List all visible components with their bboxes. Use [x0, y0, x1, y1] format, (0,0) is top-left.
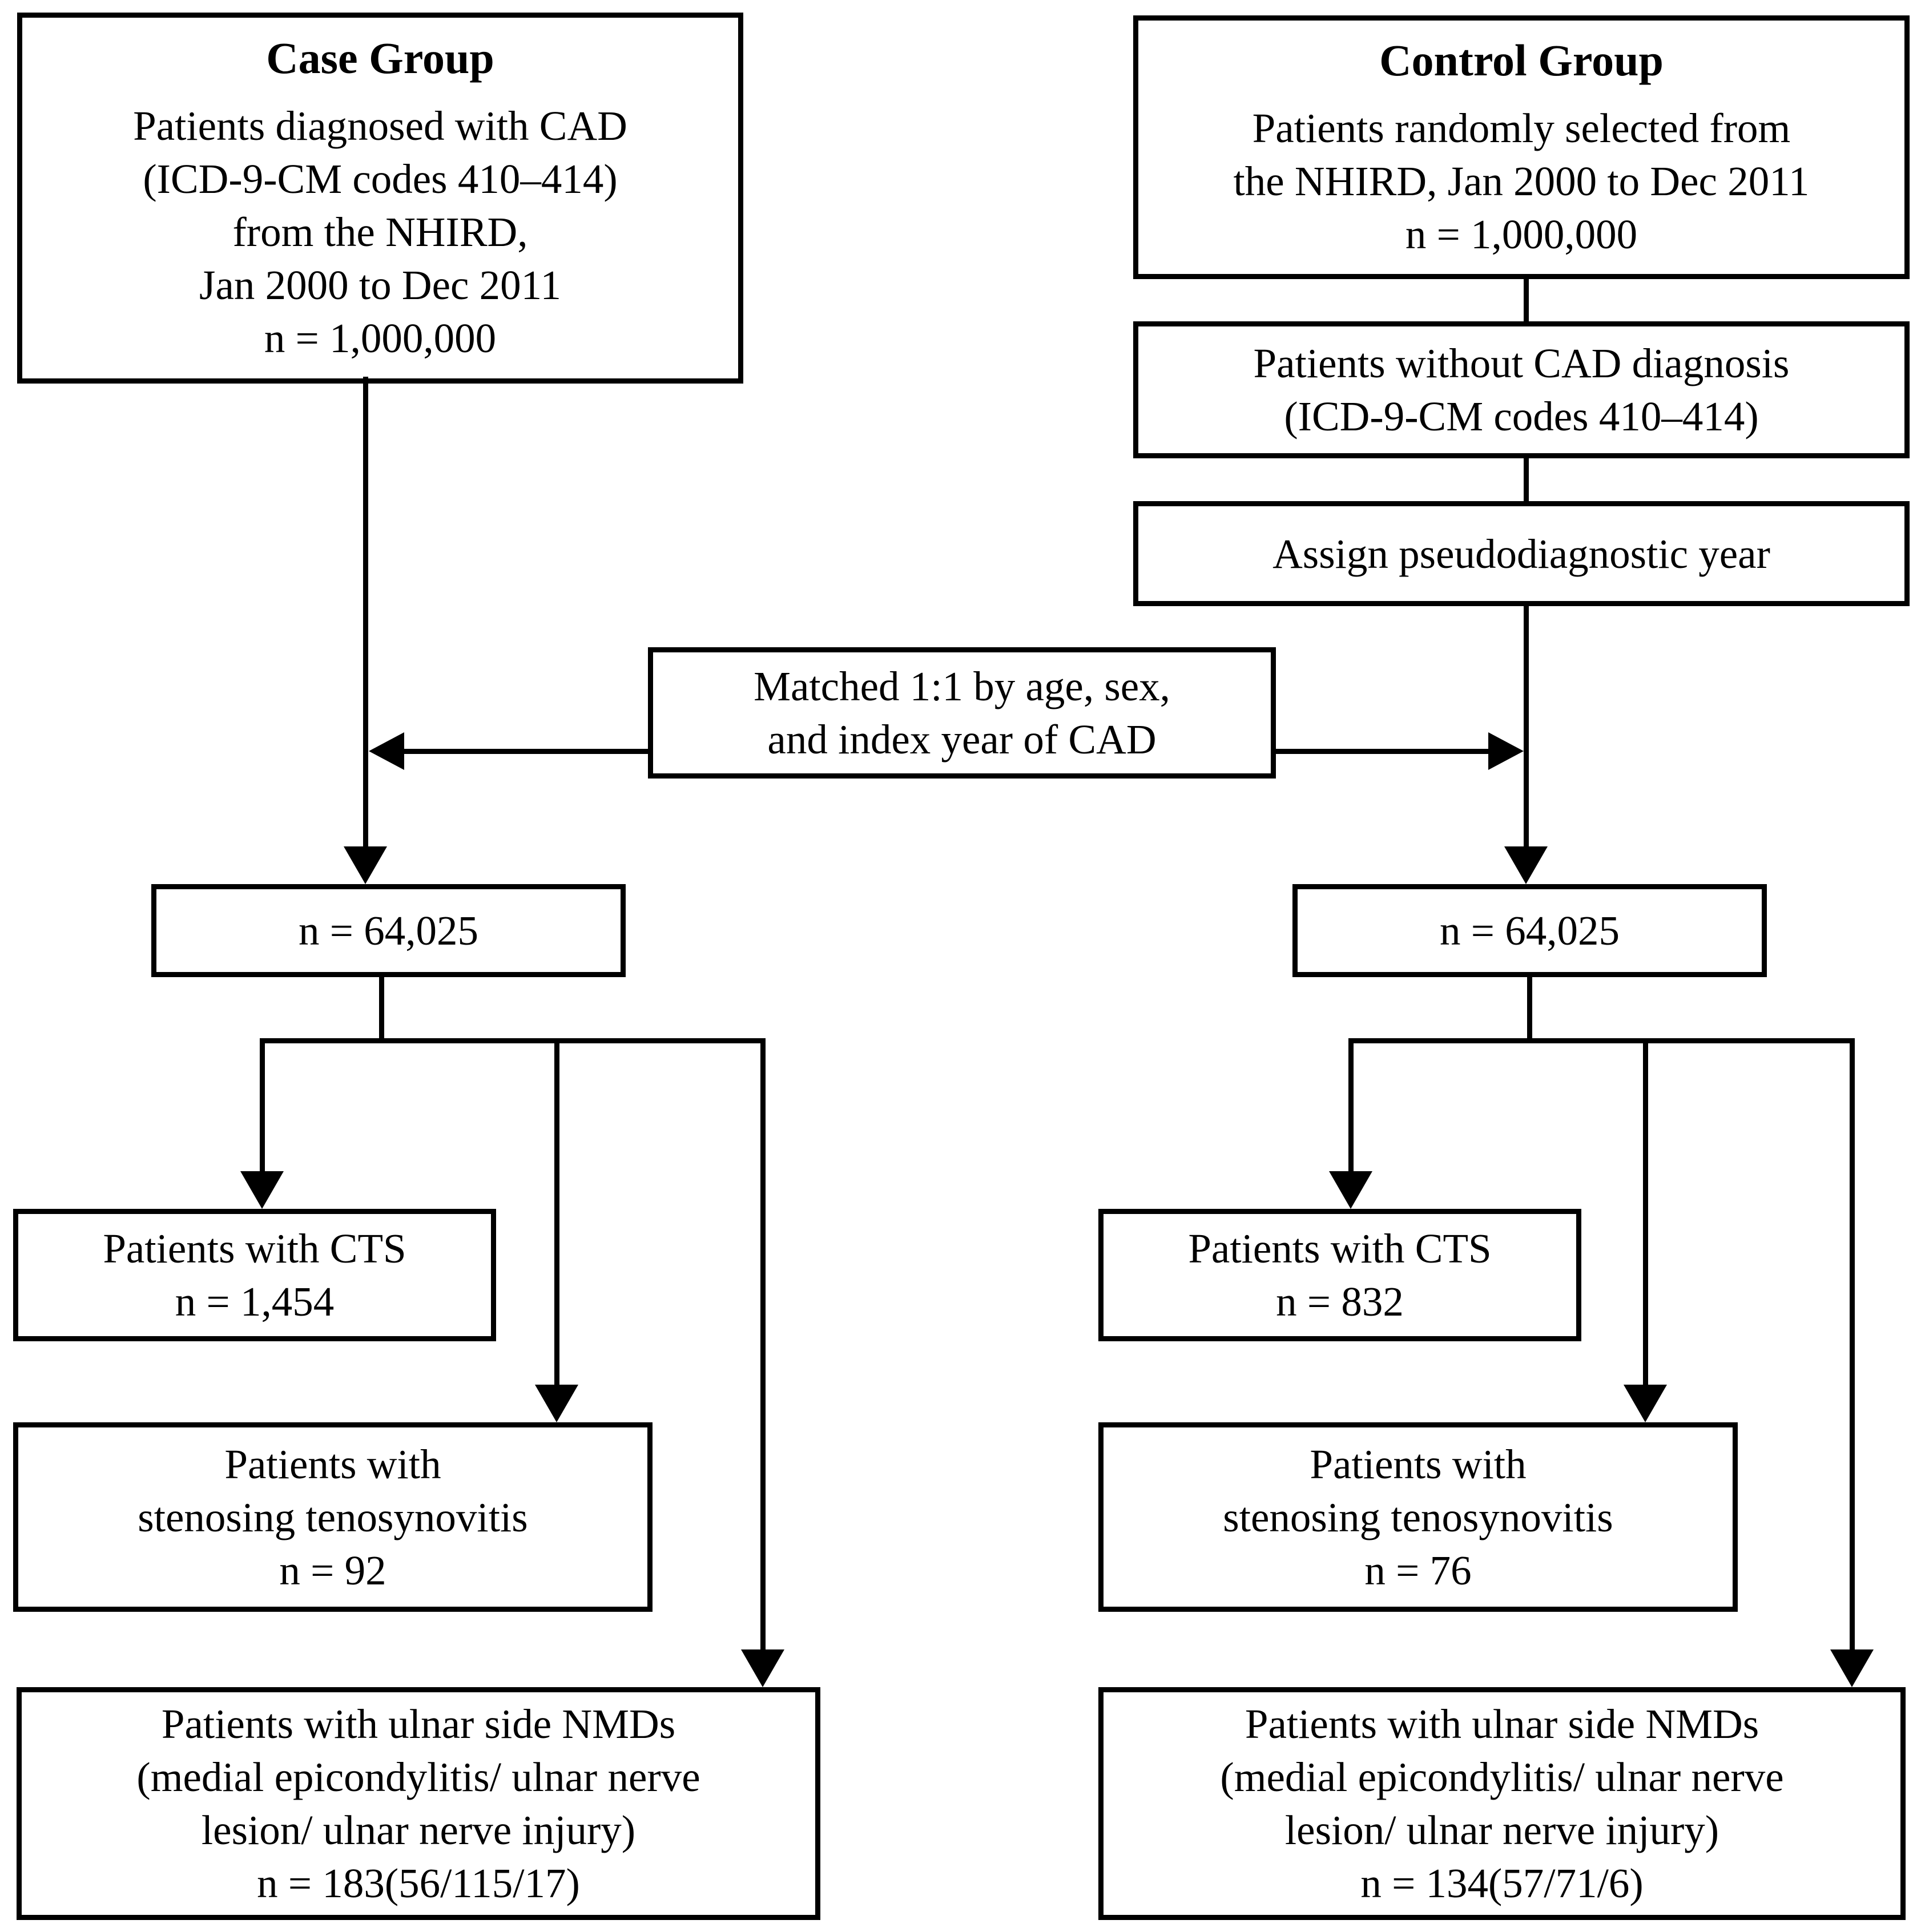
case-nmd-count: n = 183(56/115/17): [257, 1860, 580, 1906]
connector-branch-to-tenosynovitis-right: [1643, 1038, 1648, 1385]
connector-case-to-n: [363, 377, 368, 846]
arrowhead-left-icon: [369, 732, 404, 770]
case-cts-count: n = 1,454: [175, 1278, 335, 1325]
control-no-cad-box: Patients without CAD diagnosis (ICD-9-CM…: [1133, 321, 1910, 458]
control-tenosynovitis-count: n = 76: [1364, 1547, 1472, 1594]
control-cts-line: Patients with CTS: [1188, 1225, 1492, 1272]
control-group-title: Control Group: [1379, 35, 1664, 85]
case-matched-n-value: n = 64,025: [299, 907, 478, 954]
control-nmd-line: lesion/ ulnar nerve injury): [1284, 1807, 1719, 1853]
arrowhead-down-icon: [1504, 846, 1548, 884]
connector-matched-to-control: [1276, 749, 1488, 754]
connector-branch-to-cts-left: [260, 1038, 265, 1171]
case-nmd-line: lesion/ ulnar nerve injury): [201, 1807, 636, 1853]
case-group-line: from the NHIRD,: [232, 209, 528, 255]
arrowhead-down-icon: [1830, 1649, 1874, 1687]
connector-matched-to-case: [404, 749, 648, 754]
control-pseudodiagnostic-box: Assign pseudodiagnostic year: [1133, 501, 1910, 606]
connector-no-cad-to-pseudo: [1524, 458, 1529, 501]
arrowhead-down-icon: [240, 1171, 284, 1209]
control-tenosynovitis-line: Patients with: [1310, 1441, 1527, 1487]
connector-control-to-no-cad: [1524, 279, 1529, 321]
control-matched-n-value: n = 64,025: [1440, 907, 1620, 954]
control-group-count: n = 1,000,000: [1405, 211, 1638, 257]
connector-branch-to-cts-right: [1348, 1038, 1354, 1171]
matched-box: Matched 1:1 by age, sex, and index year …: [648, 647, 1276, 779]
case-group-title: Case Group: [266, 33, 494, 83]
case-group-line: (ICD-9-CM codes 410–414): [143, 156, 618, 202]
case-group-line: Jan 2000 to Dec 2011: [199, 262, 561, 308]
control-nmd-count: n = 134(57/71/6): [1360, 1860, 1644, 1906]
connector-n-to-branch-left: [379, 977, 384, 1043]
arrowhead-down-icon: [1329, 1171, 1372, 1209]
control-nmd-line: Patients with ulnar side NMDs: [1245, 1701, 1759, 1747]
branch-line-left: [262, 1038, 765, 1043]
connector-branch-to-nmd-right: [1850, 1038, 1855, 1649]
connector-branch-to-nmd-left: [760, 1038, 766, 1649]
case-tenosynovitis-count: n = 92: [279, 1547, 386, 1594]
control-group-line: the NHIRD, Jan 2000 to Dec 2011: [1233, 158, 1810, 204]
arrowhead-down-icon: [535, 1385, 578, 1422]
control-nmd-line: (medial epicondylitis/ ulnar nerve: [1220, 1754, 1784, 1800]
case-group-count: n = 1,000,000: [264, 315, 497, 361]
matched-line: and index year of CAD: [767, 716, 1157, 763]
control-group-box: Control Group Patients randomly selected…: [1133, 15, 1910, 279]
case-cts-box: Patients with CTS n = 1,454: [13, 1209, 496, 1341]
case-group-box: Case Group Patients diagnosed with CAD (…: [17, 13, 743, 384]
control-no-cad-line: Patients without CAD diagnosis: [1253, 340, 1790, 386]
matched-line: Matched 1:1 by age, sex,: [754, 663, 1170, 709]
case-nmd-line: (medial epicondylitis/ ulnar nerve: [136, 1754, 700, 1800]
case-tenosynovitis-line: Patients with: [224, 1441, 441, 1487]
case-nmd-line: Patients with ulnar side NMDs: [161, 1701, 676, 1747]
case-tenosynovitis-box: Patients with stenosing tenosynovitis n …: [13, 1422, 653, 1612]
case-nmd-box: Patients with ulnar side NMDs (medial ep…: [17, 1687, 820, 1920]
control-tenosynovitis-line: stenosing tenosynovitis: [1223, 1494, 1613, 1540]
connector-branch-to-tenosynovitis-left: [554, 1038, 559, 1385]
arrowhead-down-icon: [1624, 1385, 1667, 1422]
arrowhead-down-icon: [344, 846, 387, 884]
control-tenosynovitis-box: Patients with stenosing tenosynovitis n …: [1098, 1422, 1738, 1612]
control-cts-box: Patients with CTS n = 832: [1098, 1209, 1581, 1341]
case-matched-n-box: n = 64,025: [151, 884, 626, 977]
branch-line-right: [1351, 1038, 1854, 1043]
case-cts-line: Patients with CTS: [103, 1225, 406, 1272]
control-group-line: Patients randomly selected from: [1252, 105, 1791, 151]
control-cts-count: n = 832: [1276, 1278, 1404, 1325]
control-matched-n-box: n = 64,025: [1292, 884, 1767, 977]
arrowhead-down-icon: [741, 1649, 784, 1687]
arrowhead-right-icon: [1488, 732, 1524, 770]
case-tenosynovitis-line: stenosing tenosynovitis: [138, 1494, 528, 1540]
connector-pseudo-to-n: [1524, 606, 1529, 846]
control-no-cad-line: (ICD-9-CM codes 410–414): [1284, 393, 1759, 439]
control-nmd-box: Patients with ulnar side NMDs (medial ep…: [1098, 1687, 1906, 1920]
connector-n-to-branch-right: [1527, 977, 1532, 1043]
case-group-line: Patients diagnosed with CAD: [133, 103, 627, 149]
control-pseudodiagnostic-line: Assign pseudodiagnostic year: [1272, 530, 1770, 577]
